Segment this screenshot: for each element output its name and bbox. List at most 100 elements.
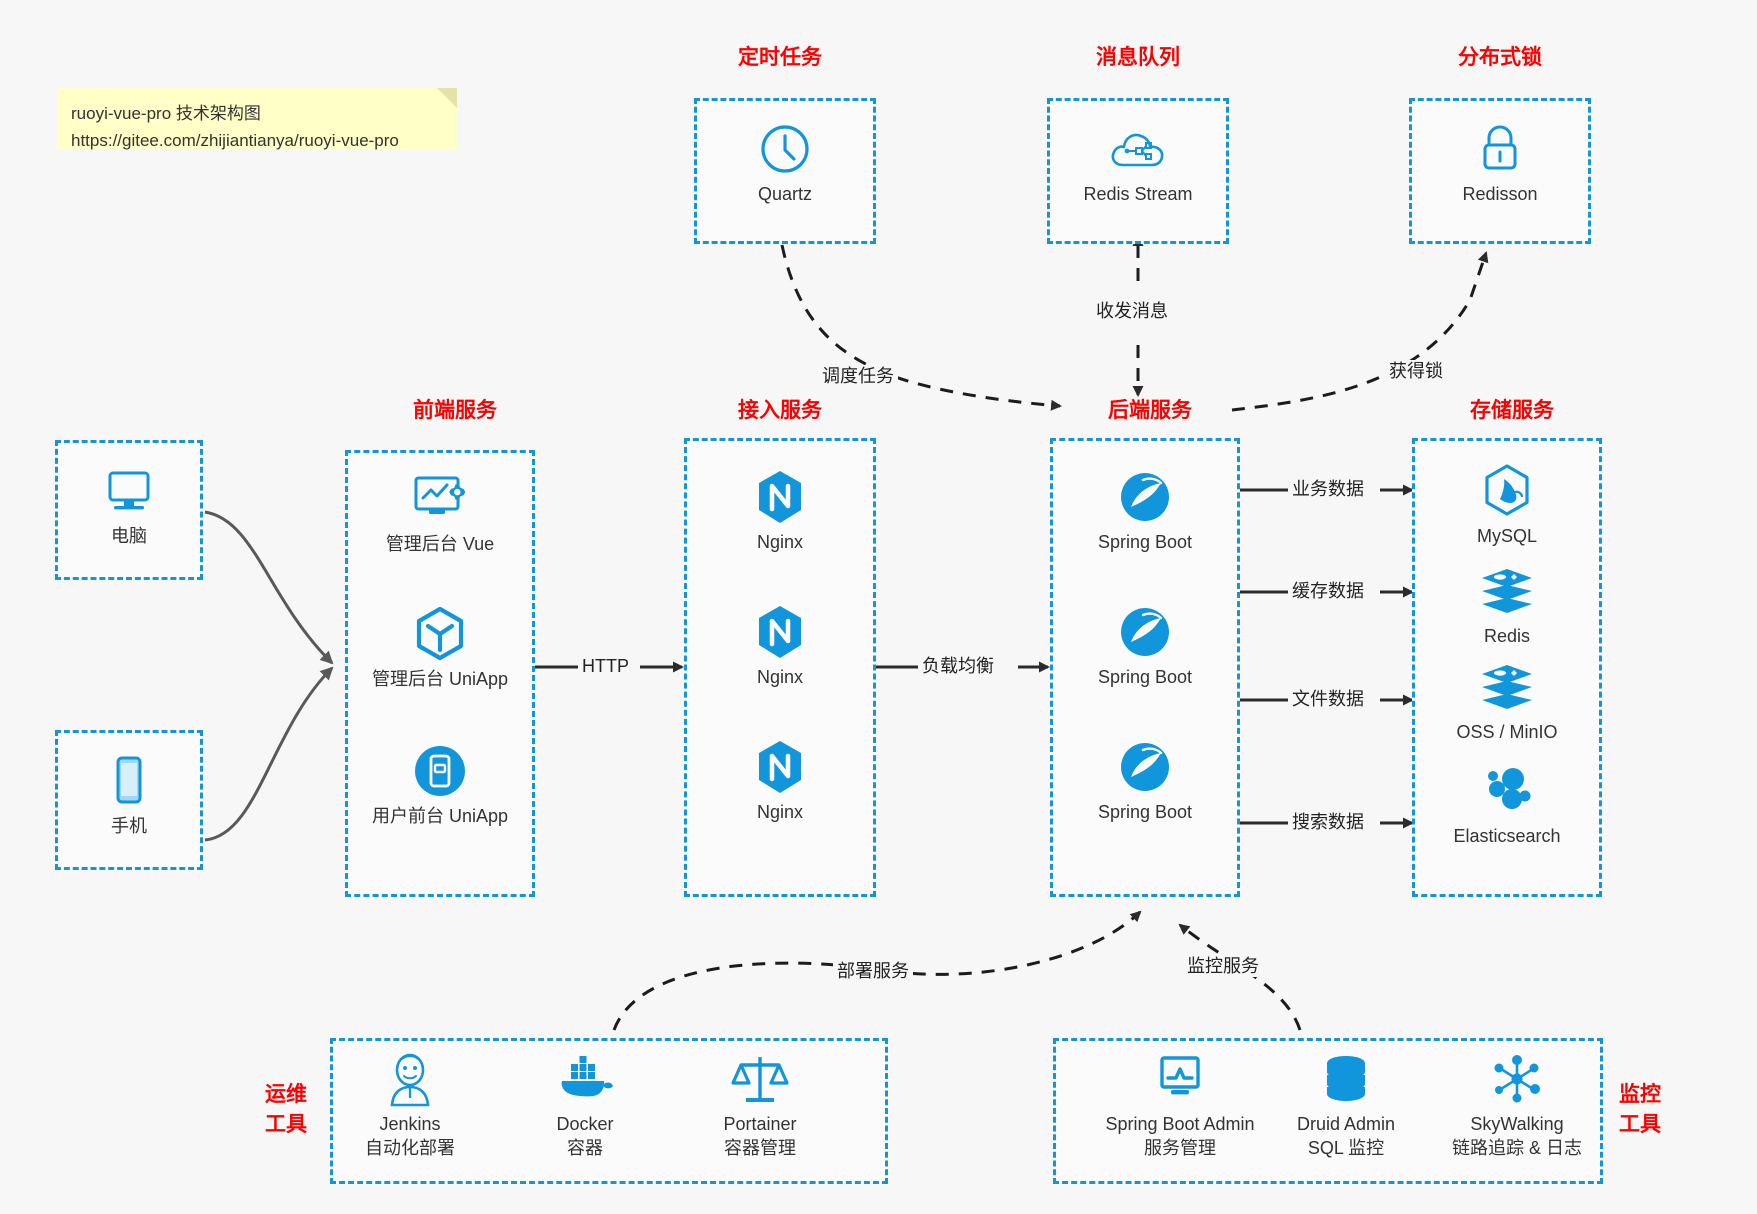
- docker-whale-icon: [505, 1050, 665, 1108]
- database-icon: [1266, 1050, 1426, 1108]
- node-sublabel: 容器: [567, 1138, 603, 1158]
- node-label: Nginx: [756, 802, 804, 822]
- node-redis-stream[interactable]: Redis Stream: [1058, 120, 1218, 206]
- node-label: Spring Boot: [1097, 532, 1193, 552]
- node-docker[interactable]: Docker 容器: [505, 1050, 665, 1160]
- node-elasticsearch[interactable]: Elasticsearch: [1427, 762, 1587, 848]
- node-label: Spring Boot: [1097, 667, 1193, 687]
- edge-label-schedule-task: 调度任务: [818, 365, 898, 387]
- node-label: Spring Boot: [1097, 802, 1193, 822]
- cloud-stream-icon: [1058, 120, 1218, 178]
- edge-label-file-data: 文件数据: [1288, 688, 1368, 710]
- node-spring-boot-2[interactable]: Spring Boot: [1065, 603, 1225, 689]
- group-title-mq: 消息队列: [1096, 46, 1180, 69]
- edge-backend-to-redisson: [1231, 251, 1489, 412]
- mobile-app-icon: [360, 742, 520, 800]
- spring-leaf-icon: [1065, 738, 1225, 796]
- node-user-uniapp[interactable]: 用户前台 UniApp: [360, 742, 520, 828]
- group-box-lock: [1409, 98, 1591, 244]
- node-label: Quartz: [757, 184, 813, 204]
- nginx-icon: [700, 603, 860, 661]
- desktop-icon: [49, 462, 209, 520]
- node-sublabel: 自动化部署: [365, 1138, 455, 1158]
- edge-desktop-to-frontend: [204, 510, 334, 665]
- lock-icon: [1420, 120, 1580, 178]
- group-title-frontend: 前端服务: [413, 399, 497, 422]
- node-desktop[interactable]: 电脑: [49, 462, 209, 548]
- node-admin-uniapp[interactable]: 管理后台 UniApp: [360, 605, 520, 691]
- node-label: Portainer: [723, 1114, 797, 1134]
- edge-label-cache-data: 缓存数据: [1288, 580, 1368, 602]
- redis-stack-icon: [1427, 562, 1587, 620]
- node-portainer[interactable]: Portainer 容器管理: [680, 1050, 840, 1160]
- monitor-chart-gear-icon: [360, 470, 520, 528]
- group-box-backend: [1050, 438, 1240, 897]
- nginx-icon: [700, 738, 860, 796]
- node-sublabel: 服务管理: [1144, 1138, 1216, 1158]
- group-title-devops-line2: 工具: [265, 1113, 307, 1136]
- node-spring-boot-1[interactable]: Spring Boot: [1065, 468, 1225, 554]
- node-oss-minio[interactable]: OSS / MinIO: [1427, 658, 1587, 744]
- node-admin-vue[interactable]: 管理后台 Vue: [360, 470, 520, 556]
- edge-label-search-data: 搜索数据: [1288, 811, 1368, 833]
- group-title-monitor-line2: 工具: [1619, 1113, 1661, 1136]
- node-label: Elasticsearch: [1453, 826, 1561, 846]
- node-jenkins[interactable]: Jenkins 自动化部署: [330, 1050, 490, 1160]
- node-label: 手机: [111, 816, 147, 836]
- note-fold-icon: [437, 88, 457, 108]
- node-label: Druid Admin: [1296, 1114, 1396, 1134]
- group-box-desktop: [55, 440, 203, 580]
- node-nginx-1[interactable]: Nginx: [700, 468, 860, 554]
- edge-label-business-data: 业务数据: [1288, 478, 1368, 500]
- group-box-devops: [330, 1038, 888, 1184]
- mysql-dolphin-icon: [1427, 462, 1587, 520]
- node-nginx-3[interactable]: Nginx: [700, 738, 860, 824]
- node-label: SkyWalking: [1470, 1114, 1564, 1134]
- node-spring-boot-admin[interactable]: Spring Boot Admin 服务管理: [1080, 1050, 1280, 1160]
- node-label: Docker: [556, 1114, 614, 1134]
- edge-label-load-balance: 负载均衡: [918, 655, 998, 677]
- node-label: 用户前台 UniApp: [371, 806, 509, 826]
- node-label: Redisson: [1462, 184, 1538, 204]
- scales-icon: [680, 1050, 840, 1108]
- elasticsearch-icon: [1427, 762, 1587, 820]
- node-label: OSS / MinIO: [1456, 722, 1558, 742]
- spring-leaf-icon: [1065, 603, 1225, 661]
- node-sublabel: 容器管理: [724, 1138, 796, 1158]
- nginx-icon: [700, 468, 860, 526]
- node-label: Spring Boot Admin: [1105, 1114, 1255, 1134]
- monitor-chart-icon: [1080, 1050, 1280, 1108]
- edge-label-monitor-service: 监控服务: [1183, 955, 1263, 977]
- group-title-storage: 存储服务: [1470, 399, 1554, 422]
- node-sublabel: 链路追踪 & 日志: [1451, 1138, 1582, 1158]
- node-label: 管理后台 UniApp: [371, 669, 509, 689]
- diagram-note: ruoyi-vue-pro 技术架构图 https://gitee.com/zh…: [57, 88, 457, 150]
- group-box-mq: [1047, 98, 1229, 244]
- node-redisson[interactable]: Redisson: [1420, 120, 1580, 206]
- phone-icon: [49, 752, 209, 810]
- node-label: Nginx: [756, 667, 804, 687]
- node-mysql[interactable]: MySQL: [1427, 462, 1587, 548]
- cube-icon: [360, 605, 520, 663]
- node-label: MySQL: [1476, 526, 1537, 546]
- node-redis[interactable]: Redis: [1427, 562, 1587, 648]
- node-label: 电脑: [111, 526, 147, 546]
- edge-label-http: HTTP: [578, 655, 633, 677]
- node-label: Nginx: [756, 532, 804, 552]
- note-title: ruoyi-vue-pro 技术架构图: [71, 104, 261, 123]
- node-phone[interactable]: 手机: [49, 752, 209, 838]
- group-title-lock: 分布式锁: [1458, 46, 1542, 69]
- node-spring-boot-3[interactable]: Spring Boot: [1065, 738, 1225, 824]
- edge-label-send-receive-message: 收发消息: [1092, 300, 1172, 322]
- jenkins-butler-icon: [330, 1050, 490, 1108]
- group-box-monitor: [1053, 1038, 1603, 1184]
- redis-stack-icon: [1427, 658, 1587, 716]
- group-title-devops-line1: 运维: [265, 1083, 307, 1106]
- network-node-icon: [1432, 1050, 1602, 1108]
- node-skywalking[interactable]: SkyWalking 链路追踪 & 日志: [1432, 1050, 1602, 1160]
- node-druid-admin[interactable]: Druid Admin SQL 监控: [1266, 1050, 1426, 1160]
- group-title-scheduled: 定时任务: [738, 46, 822, 69]
- clock-icon: [705, 120, 865, 178]
- node-nginx-2[interactable]: Nginx: [700, 603, 860, 689]
- node-quartz[interactable]: Quartz: [705, 120, 865, 206]
